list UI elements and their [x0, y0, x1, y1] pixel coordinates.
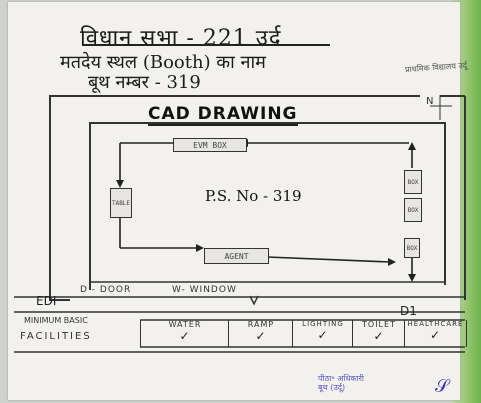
header-line-3: बूथ नम्बर - 319 — [88, 72, 201, 93]
official-stamp: पीठा॰ अधिकारी बूथ (उर्दू) — [318, 374, 364, 392]
stamp-line-1: पीठा॰ अधिकारी — [318, 374, 364, 383]
stamp-line-2: बूथ (उर्दू) — [318, 383, 346, 392]
check-icon: ✓ — [179, 329, 191, 343]
flow-arrowhead-left — [116, 180, 124, 188]
facility-healthcare: HEALTHCARE ✓ — [404, 320, 467, 347]
window-mark — [249, 295, 259, 306]
compass-label: N — [426, 96, 434, 107]
polling-station-number: P.S. No - 319 — [205, 187, 302, 205]
flow-arrowhead-right-down — [408, 274, 416, 282]
facility-name: LIGHTING — [302, 320, 344, 328]
facility-water: WATER ✓ — [140, 320, 229, 347]
legend-window: W- WINDOW — [172, 285, 237, 295]
facility-ramp: RAMP ✓ — [228, 320, 293, 347]
flow-arrowhead-bottom — [196, 244, 204, 252]
room-box-agent: AGENT — [204, 248, 269, 264]
room-box-table: TABLE — [110, 188, 132, 218]
facility-name: TOILET — [362, 320, 396, 329]
check-icon: ✓ — [373, 329, 385, 343]
north-compass: N — [426, 96, 433, 107]
room-box-evm: EVM BOX — [173, 138, 247, 152]
door-label-left: EDI — [36, 294, 57, 308]
check-icon: ✓ — [317, 328, 329, 342]
inner-wall — [89, 122, 446, 290]
paper-sheet — [8, 2, 460, 400]
flow-arrow-bottom-right — [266, 256, 391, 263]
check-icon: ✓ — [429, 328, 442, 342]
flow-arrowhead-right — [408, 142, 416, 150]
facilities-heading: MINIMUM BASIC — [24, 316, 88, 325]
room-box-right-mid: BOX — [404, 198, 422, 222]
drawing-title: CAD DRAWING — [148, 104, 298, 126]
facility-name: WATER — [168, 320, 202, 329]
signature: 𝒮 — [435, 376, 449, 397]
facility-name: RAMP — [247, 320, 275, 329]
facility-toilet: TOILET ✓ — [352, 320, 405, 347]
facility-lighting: LIGHTING ✓ — [292, 320, 353, 347]
room-box-right-top: BOX — [404, 170, 422, 194]
door-label-right: D1 — [400, 304, 417, 318]
outer-wall — [49, 95, 420, 301]
facility-name: HEALTHCARE — [407, 320, 464, 328]
flow-arrowhead-bottom-right — [388, 258, 396, 266]
legend-door: D - DOOR — [80, 285, 132, 295]
facilities-label: FACILITIES — [20, 331, 92, 342]
room-box-right-bottom: BOX — [404, 238, 420, 258]
header-line-2: मतदेय स्थल (Booth) का नाम — [60, 52, 266, 73]
header-line-1: विधान सभा - 221 उर्द — [80, 26, 282, 51]
check-icon: ✓ — [255, 329, 267, 343]
